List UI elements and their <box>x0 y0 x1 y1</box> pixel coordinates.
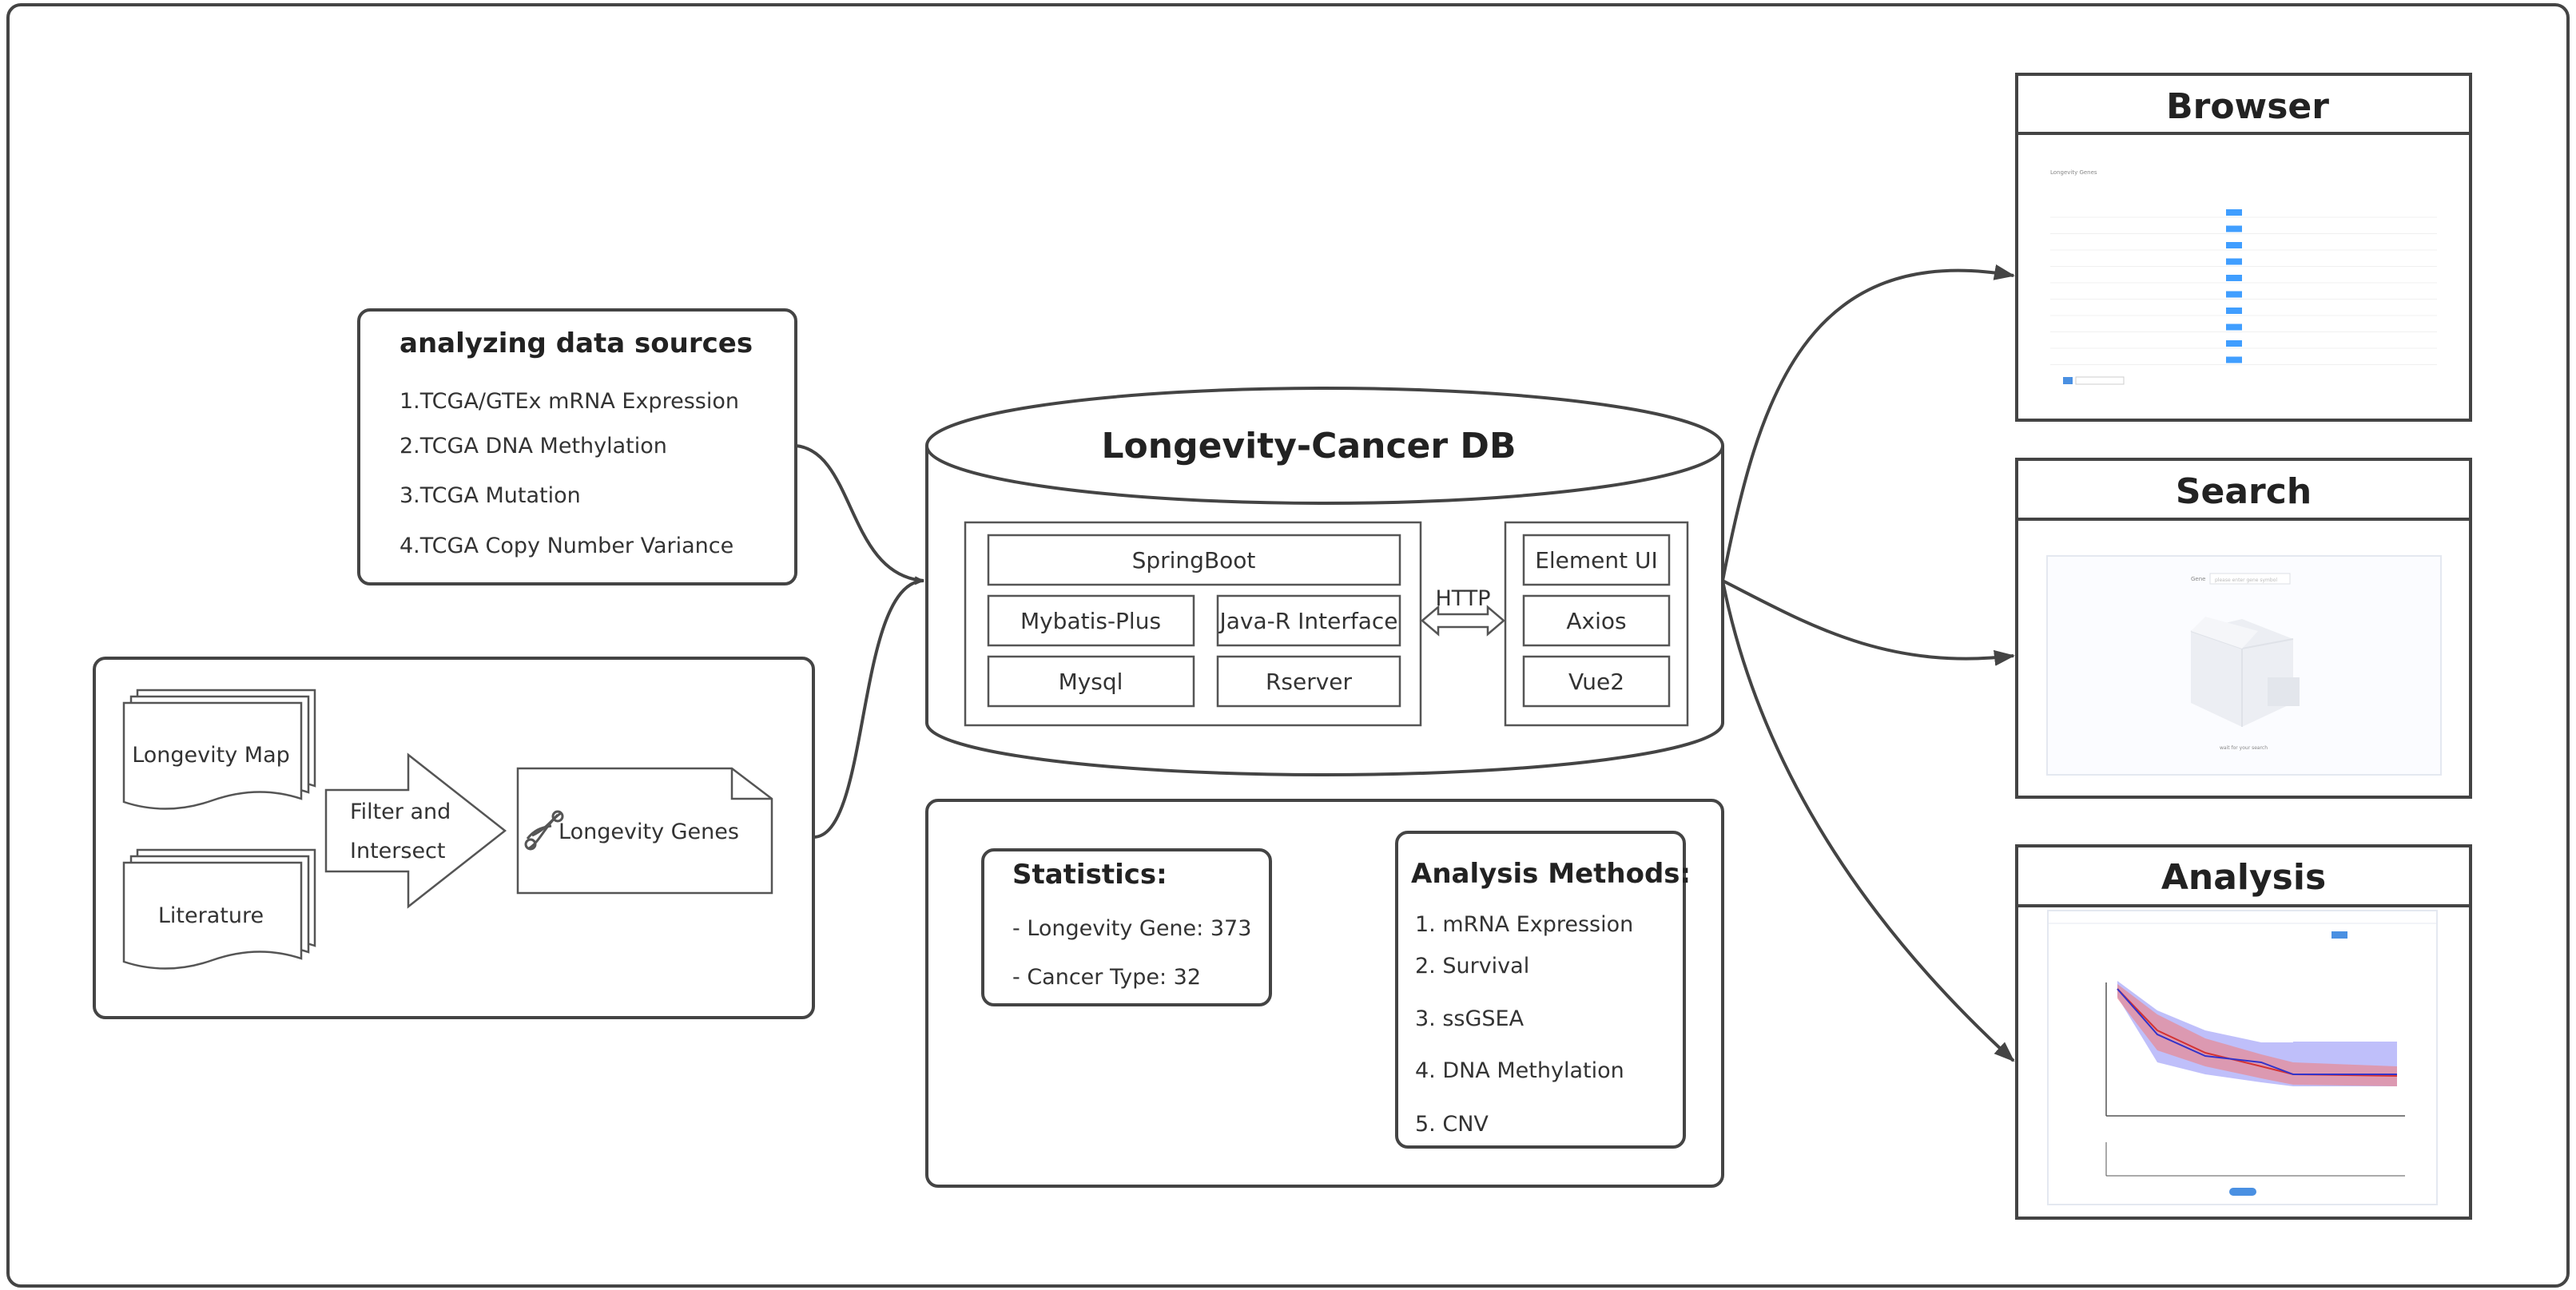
summary-box: Statistics: - Longevity Gene: 373 - Canc… <box>925 799 1724 1188</box>
analysis-methods-box <box>1395 831 1686 1149</box>
search-thumb-label: Gene <box>2191 576 2205 582</box>
longevity-map-label: Longevity Map <box>132 743 290 768</box>
browser-title: Browser <box>2166 86 2329 127</box>
gene-pipeline-box: Longevity Map Literature Filter and Inte… <box>93 657 815 1019</box>
arrow-db-to-analysis <box>1721 580 2015 1062</box>
data-source-item: 1.TCGA/GTEx mRNA Expression <box>400 389 739 414</box>
http-double-arrow: HTTP <box>1421 586 1505 637</box>
arrow-genes-to-db <box>813 577 924 839</box>
browser-screenshot-thumbnail: Longevity Genes <box>2050 169 2437 385</box>
analysis-title: Analysis <box>2161 857 2326 898</box>
browser-thumb-heading: Longevity Genes <box>2050 169 2097 176</box>
longevity-genes-label: Longevity Genes <box>559 820 739 844</box>
method-item: 5. CNV <box>1415 1112 1489 1137</box>
thumb-row-button <box>2226 340 2242 347</box>
db-title: Longevity-Cancer DB <box>1102 426 1517 466</box>
dna-icon <box>524 810 564 851</box>
outer-frame <box>6 3 2570 1288</box>
analysis-screenshot-thumbnail <box>2047 910 2438 1205</box>
tech-axios: Axios <box>1566 608 1626 634</box>
filter-label-line2: Intersect <box>350 839 445 863</box>
arrow-db-to-search <box>1722 579 2015 666</box>
empty-box-icon <box>2190 617 2300 727</box>
data-source-item: 3.TCGA Mutation <box>400 483 581 508</box>
search-title: Search <box>2176 471 2312 512</box>
filter-intersect-arrow: Filter and Intersect <box>324 752 507 909</box>
statistics-cancer-count: - Cancer Type: 32 <box>1012 965 1201 990</box>
literature-label: Literature <box>158 903 264 928</box>
tech-element-ui: Element UI <box>1535 547 1658 574</box>
thumb-row-button <box>2226 258 2242 265</box>
tech-rserver: Rserver <box>1266 669 1353 695</box>
thumb-row-button <box>2226 308 2242 314</box>
longevity-map-document: Longevity Map <box>122 689 316 810</box>
thumb-row-button <box>2226 209 2242 216</box>
thumb-row-button <box>2226 275 2242 281</box>
data-source-item: 2.TCGA DNA Methylation <box>400 434 667 458</box>
arrow-db-to-browser <box>1721 264 2015 581</box>
data-sources-title: analyzing data sources <box>400 327 753 359</box>
tech-springboot: SpringBoot <box>1132 547 1256 574</box>
search-panel: Search Gene please enter gene symbol wai… <box>2015 458 2472 799</box>
tech-mybatis-plus: Mybatis-Plus <box>1020 608 1161 634</box>
thumb-row-button <box>2226 225 2242 232</box>
database-cylinder: Longevity-Cancer DB SpringBoot Mybatis-P… <box>925 387 1724 776</box>
analysis-panel: Analysis <box>2015 844 2472 1220</box>
statistics-box <box>981 848 1272 1006</box>
arrow-sources-to-db <box>795 444 924 585</box>
literature-document: Literature <box>122 848 316 970</box>
http-label: HTTP <box>1435 586 1490 611</box>
search-screenshot-thumbnail: Gene please enter gene symbol wait for y… <box>2046 555 2442 776</box>
thumb-row-button <box>2226 291 2242 298</box>
thumb-row-button <box>2226 323 2242 331</box>
tech-mysql: Mysql <box>1059 669 1123 695</box>
method-item: 1. mRNA Expression <box>1415 912 1633 937</box>
thumb-row-button <box>2226 356 2242 363</box>
filter-label-line1: Filter and <box>350 800 451 824</box>
method-item: 2. Survival <box>1415 954 1529 978</box>
method-item: 3. ssGSEA <box>1415 1006 1525 1031</box>
search-thumb-placeholder: please enter gene symbol <box>2215 578 2277 583</box>
browser-panel: Browser Longevity Genes <box>2015 73 2472 422</box>
statistics-title: Statistics: <box>1012 859 1167 891</box>
thumb-row-button <box>2226 242 2242 248</box>
analysis-methods-title: Analysis Methods: <box>1411 858 1691 890</box>
method-item: 4. DNA Methylation <box>1415 1058 1624 1083</box>
data-source-item: 4.TCGA Copy Number Variance <box>400 534 733 558</box>
statistics-gene-count: - Longevity Gene: 373 <box>1012 916 1251 941</box>
tech-vue2: Vue2 <box>1568 669 1624 695</box>
survival-curve-blue <box>2117 988 2397 1075</box>
tech-java-r-interface: Java-R Interface <box>1218 608 1398 634</box>
data-sources-box: analyzing data sources 1.TCGA/GTEx mRNA … <box>357 308 797 585</box>
search-thumb-hint: wait for your search <box>2220 745 2268 751</box>
longevity-genes-document: Longevity Genes <box>516 767 773 895</box>
